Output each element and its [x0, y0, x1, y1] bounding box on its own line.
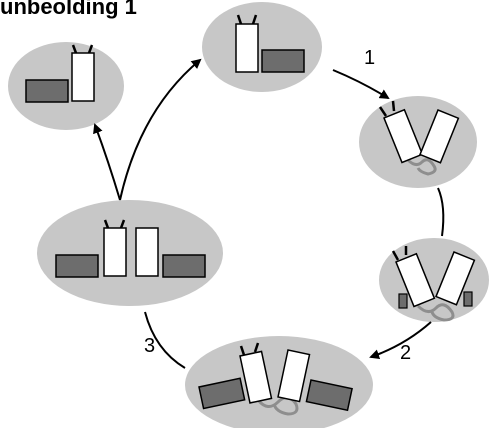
tangle-mark: [416, 303, 455, 322]
dark-block: [55, 254, 99, 278]
step-label-1: 1: [364, 47, 375, 69]
dark-block: [261, 49, 305, 73]
dark-block: [198, 377, 246, 410]
antenna-mark: [253, 342, 260, 353]
state-right-upper-blocks: [378, 100, 460, 176]
tangle-mark: [406, 158, 437, 176]
white-block: [383, 108, 424, 164]
antenna-mark: [71, 44, 78, 54]
state-top-left-blocks: [25, 44, 95, 103]
state-bottom-blocks: [198, 342, 353, 416]
white-block: [239, 350, 273, 404]
step-label-2: 2: [400, 342, 411, 364]
antenna-mark: [119, 219, 126, 229]
white-block: [277, 349, 311, 403]
arrow-bottom-to-left-middle: [144, 311, 186, 369]
dark-block: [25, 79, 69, 103]
white-block: [235, 23, 259, 73]
white-block: [103, 227, 127, 277]
white-block: [435, 251, 476, 306]
white-block: [135, 227, 159, 277]
arrow-left-middle-to-top-left: [93, 123, 121, 201]
state-top-ellipse: [202, 2, 322, 92]
antenna-mark: [378, 106, 388, 117]
diagram-title: unbeolding 1: [0, 0, 137, 19]
state-bottom-ellipse: [185, 336, 373, 433]
arrow-top-to-right-upper: [332, 69, 390, 100]
dark-block: [398, 293, 408, 309]
antenna-mark: [391, 100, 396, 112]
step-label-3: 3: [144, 335, 155, 357]
white-block: [395, 252, 436, 308]
antenna-mark: [87, 44, 94, 54]
state-left-middle-ellipse: [37, 200, 223, 306]
dark-block: [463, 291, 473, 307]
tangle-mark: [256, 396, 299, 416]
antenna-mark: [391, 250, 400, 261]
state-left-middle-blocks: [55, 219, 206, 278]
white-block: [419, 109, 460, 164]
white-block: [71, 52, 95, 102]
arrow-right-upper-to-right-lower: [437, 187, 445, 237]
arrow-left-middle-to-top: [119, 58, 202, 201]
dark-block: [162, 254, 206, 278]
antenna-mark: [236, 14, 243, 25]
state-right-lower-blocks: [391, 246, 476, 322]
antenna-mark: [103, 219, 110, 229]
state-top-blocks: [235, 14, 305, 73]
arrow-right-lower-to-bottom: [369, 321, 432, 360]
antenna-mark: [251, 14, 258, 25]
antenna-mark: [239, 345, 246, 356]
dark-block: [305, 379, 353, 412]
